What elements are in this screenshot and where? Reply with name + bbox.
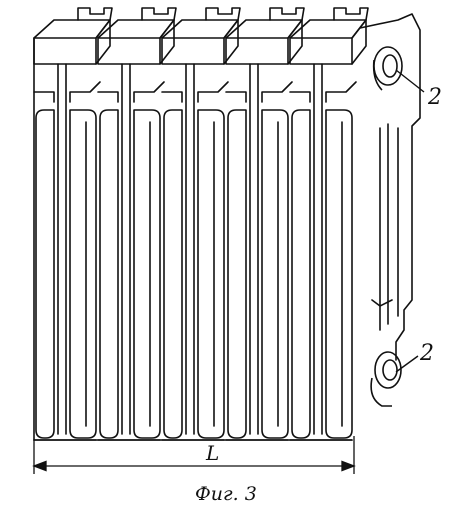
section-fin-right (69, 109, 97, 439)
section-header-side-face (351, 19, 367, 65)
section-fin-right (133, 109, 161, 439)
dimension-label: L (205, 441, 219, 465)
callout-label-bottom: 2 (419, 341, 434, 366)
section-riser-tube (313, 63, 323, 435)
section-header-front-face (97, 37, 161, 65)
section-header-side-face (95, 19, 111, 65)
section-header-front-face (289, 37, 353, 65)
section-top-fin (269, 7, 305, 21)
section-collar (161, 81, 229, 103)
section-riser-tube (249, 63, 259, 435)
section-riser-tube (185, 63, 195, 435)
section-fin-left (227, 109, 247, 439)
section-collar (225, 81, 293, 103)
section-collar (33, 81, 101, 103)
section-header-side-face (287, 19, 303, 65)
section-header-front-face (33, 37, 97, 65)
callout-label-top: 2 (427, 85, 442, 110)
section-header-front-face (161, 37, 225, 65)
section-top-fin (141, 7, 177, 21)
callout-leaders (395, 69, 425, 373)
section-fin-left (291, 109, 311, 439)
side-end (359, 13, 421, 361)
section-header-side-face (159, 19, 175, 65)
section-top-fin (333, 7, 369, 21)
section-header-side-face (223, 19, 239, 65)
section-fin-right (261, 109, 289, 439)
dimension-line (32, 436, 356, 474)
section-fin-left (35, 109, 55, 439)
section-collar (289, 81, 357, 103)
section-top-fin (205, 7, 241, 21)
inlet-nozzle-top (372, 46, 403, 91)
inlet-nozzle-bottom (370, 351, 402, 407)
section-top-fin (77, 7, 113, 21)
section-header-front-face (225, 37, 289, 65)
section-fin-left (163, 109, 183, 439)
section-fin-left (99, 109, 119, 439)
radiator-sections (33, 7, 369, 441)
section-collar (97, 81, 165, 103)
figure-caption: Фиг. 3 (195, 483, 257, 505)
section-riser-tube (57, 63, 67, 435)
section-fin-right (325, 109, 353, 439)
section-fin-right (197, 109, 225, 439)
section-riser-tube (121, 63, 131, 435)
